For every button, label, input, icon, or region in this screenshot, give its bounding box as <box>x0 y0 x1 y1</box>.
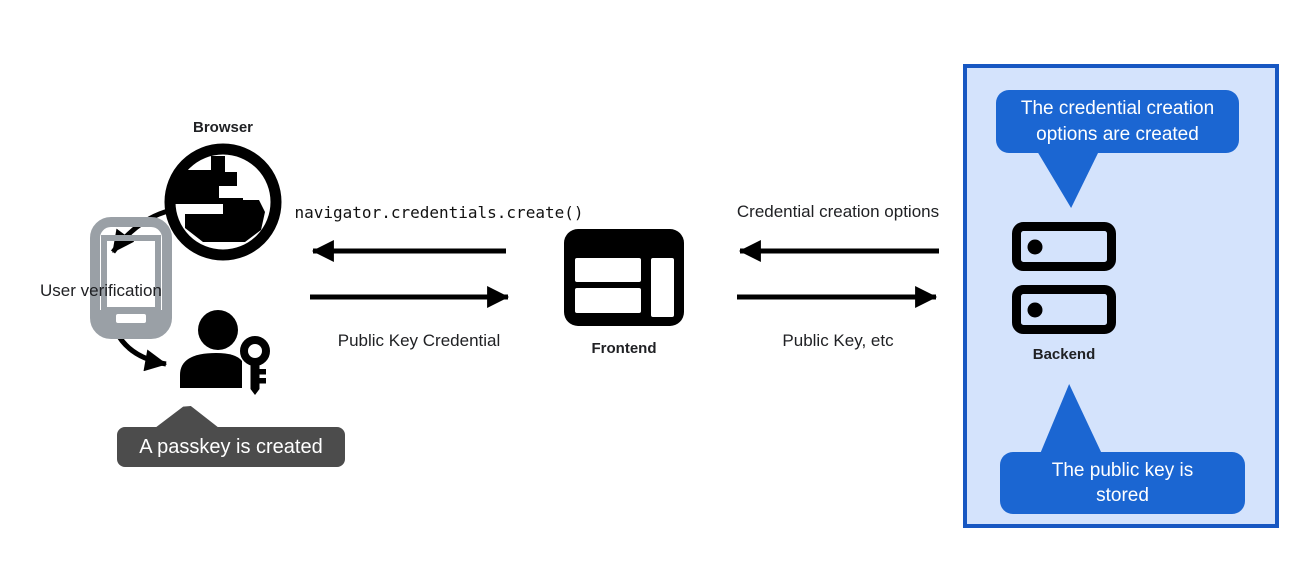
passkey-created-tooltip: A passkey is created <box>117 406 345 467</box>
create-call-label: navigator.credentials.create() <box>294 203 584 222</box>
backend-server-icon <box>1012 222 1116 334</box>
frontend-label: Frontend <box>591 340 657 357</box>
phone-icon <box>90 217 172 339</box>
arrow-browser-to-frontend <box>310 286 510 308</box>
callout-options-created: The credential creation options are crea… <box>996 90 1239 153</box>
credential-creation-options-label: Credential creation options <box>736 202 940 221</box>
backend-label: Backend <box>1032 346 1096 363</box>
arrow-frontend-to-browser <box>311 240 506 262</box>
arrow-frontend-to-backend <box>737 286 938 308</box>
browser-label: Browser <box>192 119 254 136</box>
public-key-credential-label: Public Key Credential <box>337 331 501 350</box>
frontend-window-icon <box>564 229 684 326</box>
callout-public-key-stored: The public key is stored <box>1000 452 1245 514</box>
public-key-etc-label: Public Key, etc <box>782 331 894 350</box>
tooltip-tail <box>155 406 219 428</box>
globe-icon <box>164 143 282 261</box>
passkey-created-text: A passkey is created <box>139 436 323 458</box>
person-key-icon <box>180 310 270 395</box>
arrow-backend-to-frontend <box>738 240 939 262</box>
user-verification-label: User verification <box>40 281 162 300</box>
